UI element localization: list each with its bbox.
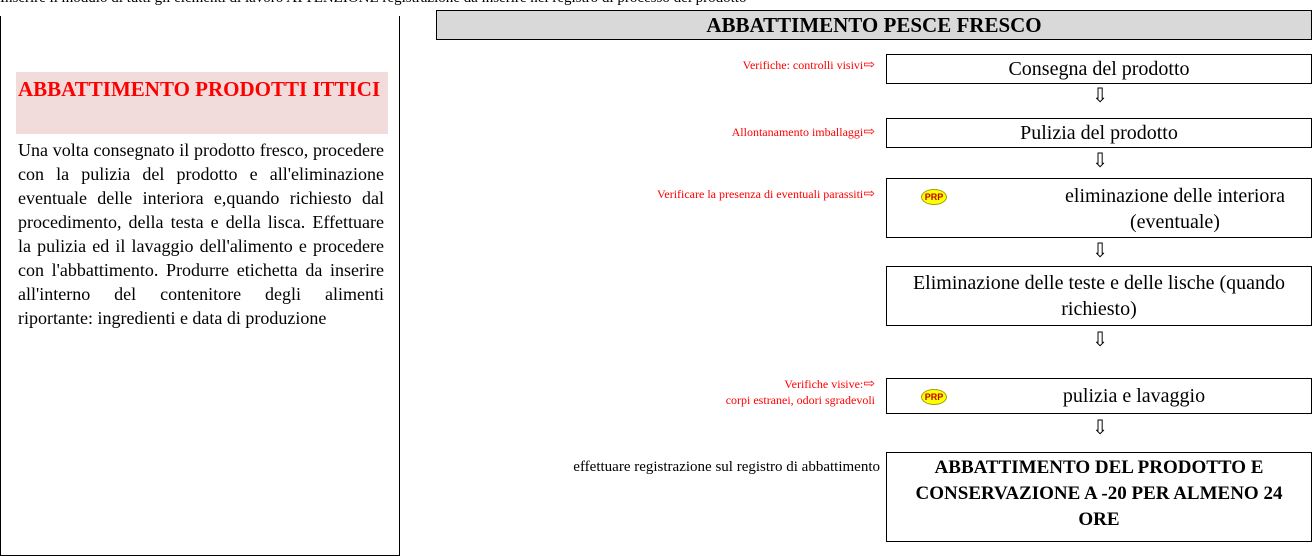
step-label: ABBATTIMENTO DEL PRODOTTO E CONSERVAZION…	[915, 457, 1283, 530]
step-label: pulizia e lavaggio	[1062, 385, 1206, 407]
step-eliminazione-interiora: PRP eliminazione delle interiora (eventu…	[886, 178, 1312, 238]
step-abbattimento: ABBATTIMENTO DEL PRODOTTO E CONSERVAZION…	[886, 452, 1312, 542]
note-step-3: Verificare la presenza di eventuali para…	[657, 187, 875, 202]
description-text: Una volta consegnato il prodotto fresco,…	[18, 140, 384, 328]
down-arrow-icon: ⇩	[1091, 240, 1109, 262]
step-eliminazione-teste: Eliminazione delle teste e delle lische …	[886, 266, 1312, 326]
down-arrow-icon: ⇩	[1091, 150, 1109, 172]
step-consegna: Consegna del prodotto	[886, 54, 1312, 84]
down-arrow-icon: ⇩	[1091, 85, 1109, 107]
top-text-fragment: Inserire il modulo di tutti gli elementi…	[0, 0, 1315, 8]
down-arrow-icon: ⇩	[1091, 329, 1109, 351]
step-label: Consegna del prodotto	[1008, 58, 1190, 80]
step-pulizia-lavaggio: PRP pulizia e lavaggio	[886, 378, 1312, 414]
step-pulizia-prodotto: Pulizia del prodotto	[886, 118, 1312, 148]
right-arrow-icon: ⇨	[863, 377, 875, 392]
description-title: ABBATTIMENTO PRODOTTI ITTICI	[16, 72, 388, 134]
prp-badge-icon: PRP	[921, 189, 947, 205]
right-arrow-icon: ⇨	[863, 125, 875, 140]
step-label: Pulizia del prodotto	[1020, 122, 1178, 144]
note-step-5: Verifiche visive:⇨ corpi estranei, odori…	[725, 377, 875, 407]
down-arrow-icon: ⇩	[1091, 417, 1109, 439]
flowchart-title: ABBATTIMENTO PESCE FRESCO	[436, 10, 1312, 40]
note-step-1: Verifiche: controlli visivi⇨	[742, 58, 875, 73]
step-label: Eliminazione delle teste e delle lische …	[912, 272, 1286, 320]
step-label: eliminazione delle interiora (eventuale)	[1065, 185, 1285, 233]
prp-badge-icon: PRP	[921, 389, 947, 405]
right-arrow-icon: ⇨	[863, 187, 875, 202]
note-step-2: Allontanamento imballaggi⇨	[731, 125, 875, 140]
right-arrow-icon: ⇨	[863, 58, 875, 73]
note-step-6: effettuare registrazione sul registro di…	[573, 459, 880, 475]
